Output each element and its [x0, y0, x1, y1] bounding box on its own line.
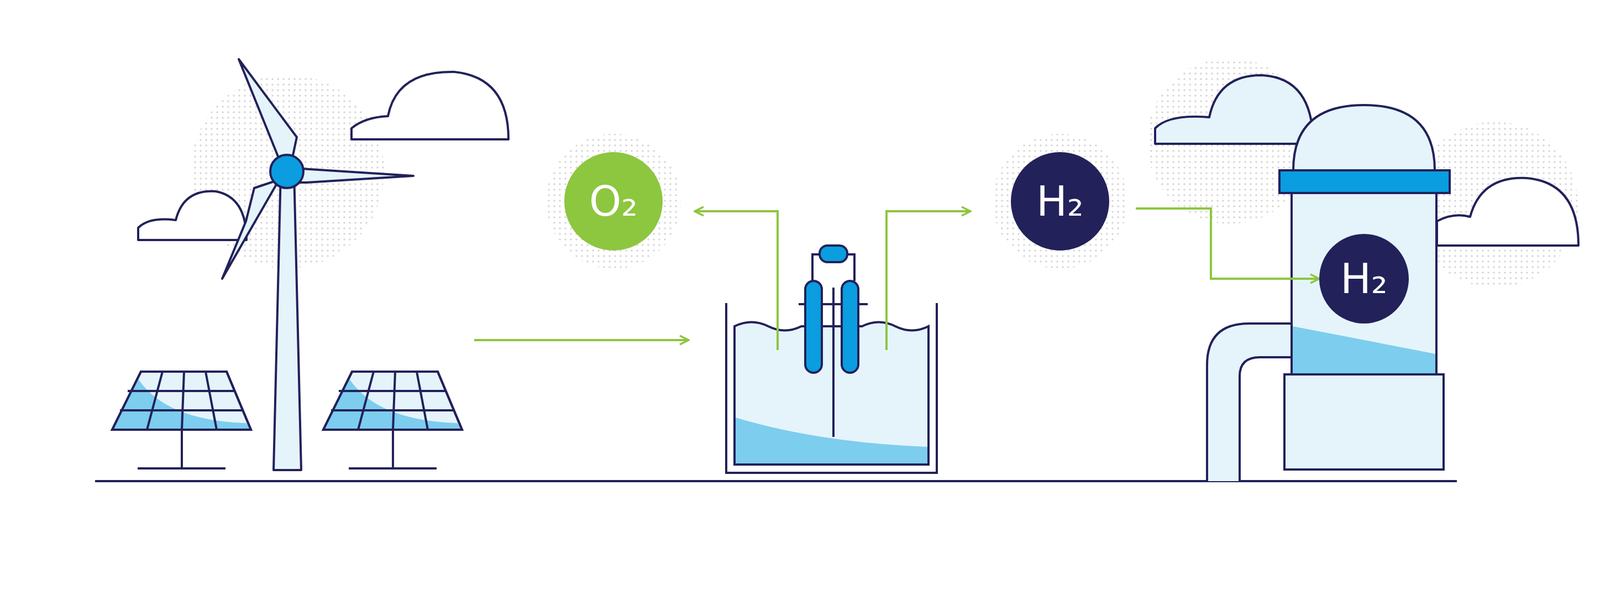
gas-label: H₂ — [1036, 180, 1084, 222]
flow-arrows — [474, 211, 971, 350]
gas-label: O₂ — [589, 180, 638, 222]
ground-line — [95, 479, 1457, 482]
gas-circle: H₂ — [1319, 233, 1409, 324]
wind-turbine — [222, 59, 414, 470]
gas-label: H₂ — [1340, 258, 1388, 299]
electrolyzer — [726, 245, 937, 473]
gas-circle: H₂ — [1010, 151, 1110, 251]
gas-circle: O₂ — [564, 151, 663, 251]
flow-connector — [1135, 208, 1320, 279]
storage-tank — [1207, 105, 1450, 481]
